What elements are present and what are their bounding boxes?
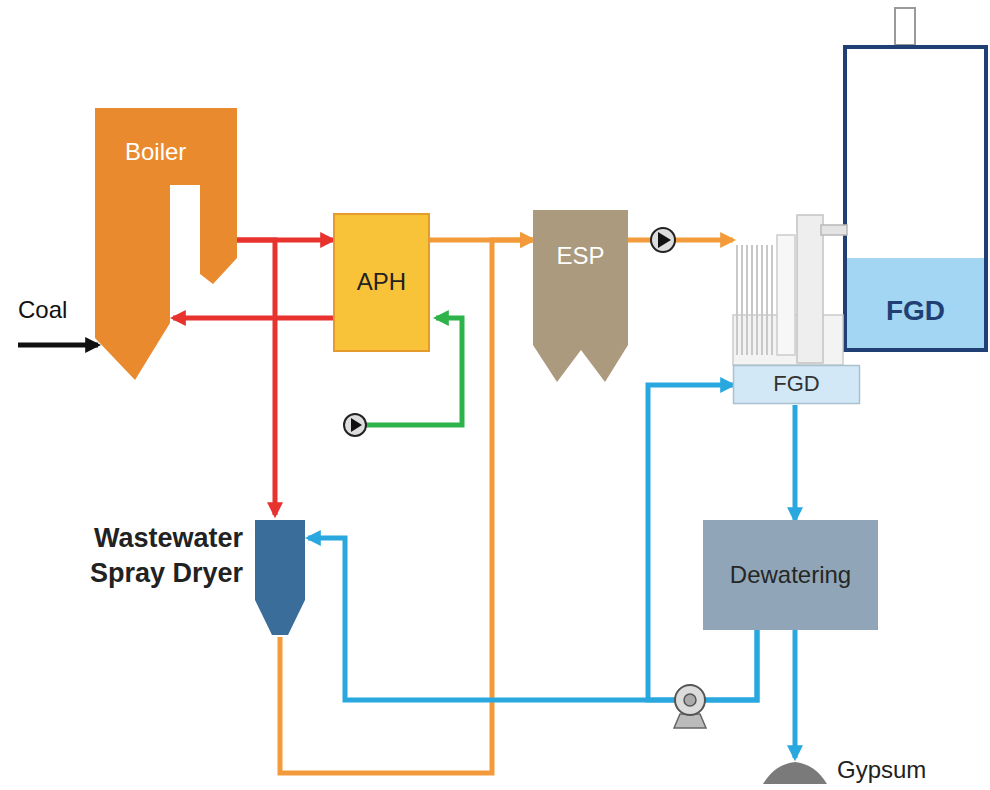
spray-dryer: Wastewater Spray Dryer	[38, 515, 308, 640]
node-label: Dewatering	[730, 561, 851, 590]
flow-line	[628, 238, 733, 243]
node-label: FGD	[886, 294, 945, 328]
drawing-shape	[845, 47, 986, 350]
node-label: Gypsum	[837, 756, 926, 785]
fan-symbol	[344, 414, 366, 436]
fan-symbol	[351, 418, 362, 432]
fgd-tank: FGD	[843, 45, 988, 352]
drawing-shape	[845, 258, 986, 350]
node-label: FGD	[773, 371, 819, 397]
drawing-shape	[845, 47, 986, 350]
pump-base	[674, 714, 706, 728]
coal-feed-arrow	[18, 343, 98, 348]
drawing-shape	[777, 235, 795, 355]
air-preheater: APH	[333, 213, 430, 352]
fan-symbol	[658, 232, 671, 248]
flow-line	[173, 316, 333, 321]
flow-line	[793, 405, 798, 520]
node-label: Wastewater Spray Dryer	[38, 521, 243, 591]
node-label: Boiler	[125, 138, 186, 167]
drawing-shape	[255, 520, 305, 635]
drawing-shape	[533, 210, 628, 382]
drawing-shape	[737, 245, 772, 355]
electrostatic-precipitator: ESP	[533, 210, 628, 382]
pump-symbol	[684, 694, 696, 706]
chimney	[895, 8, 915, 45]
stream-label: Coal	[18, 296, 67, 324]
node-label: ESP	[556, 242, 604, 271]
pump-symbol	[675, 685, 705, 715]
node-label: APH	[357, 268, 406, 297]
electrostatic-precipitator-outline	[533, 210, 628, 382]
flow-line	[793, 630, 798, 758]
flow-line	[308, 538, 757, 700]
drawing-shape	[797, 215, 823, 363]
boiler: Boiler	[95, 108, 237, 380]
drawing-shape	[95, 108, 237, 380]
flow-line	[237, 240, 275, 515]
fan-symbol	[651, 228, 675, 252]
gypsum-pile: Gypsum	[755, 752, 955, 788]
drawing-shape	[763, 762, 827, 784]
drawing-shape	[821, 225, 847, 235]
drawing-shape	[734, 366, 860, 404]
fgd-scrubber: FGD	[733, 215, 860, 405]
dewatering-box: Dewatering	[703, 520, 878, 630]
